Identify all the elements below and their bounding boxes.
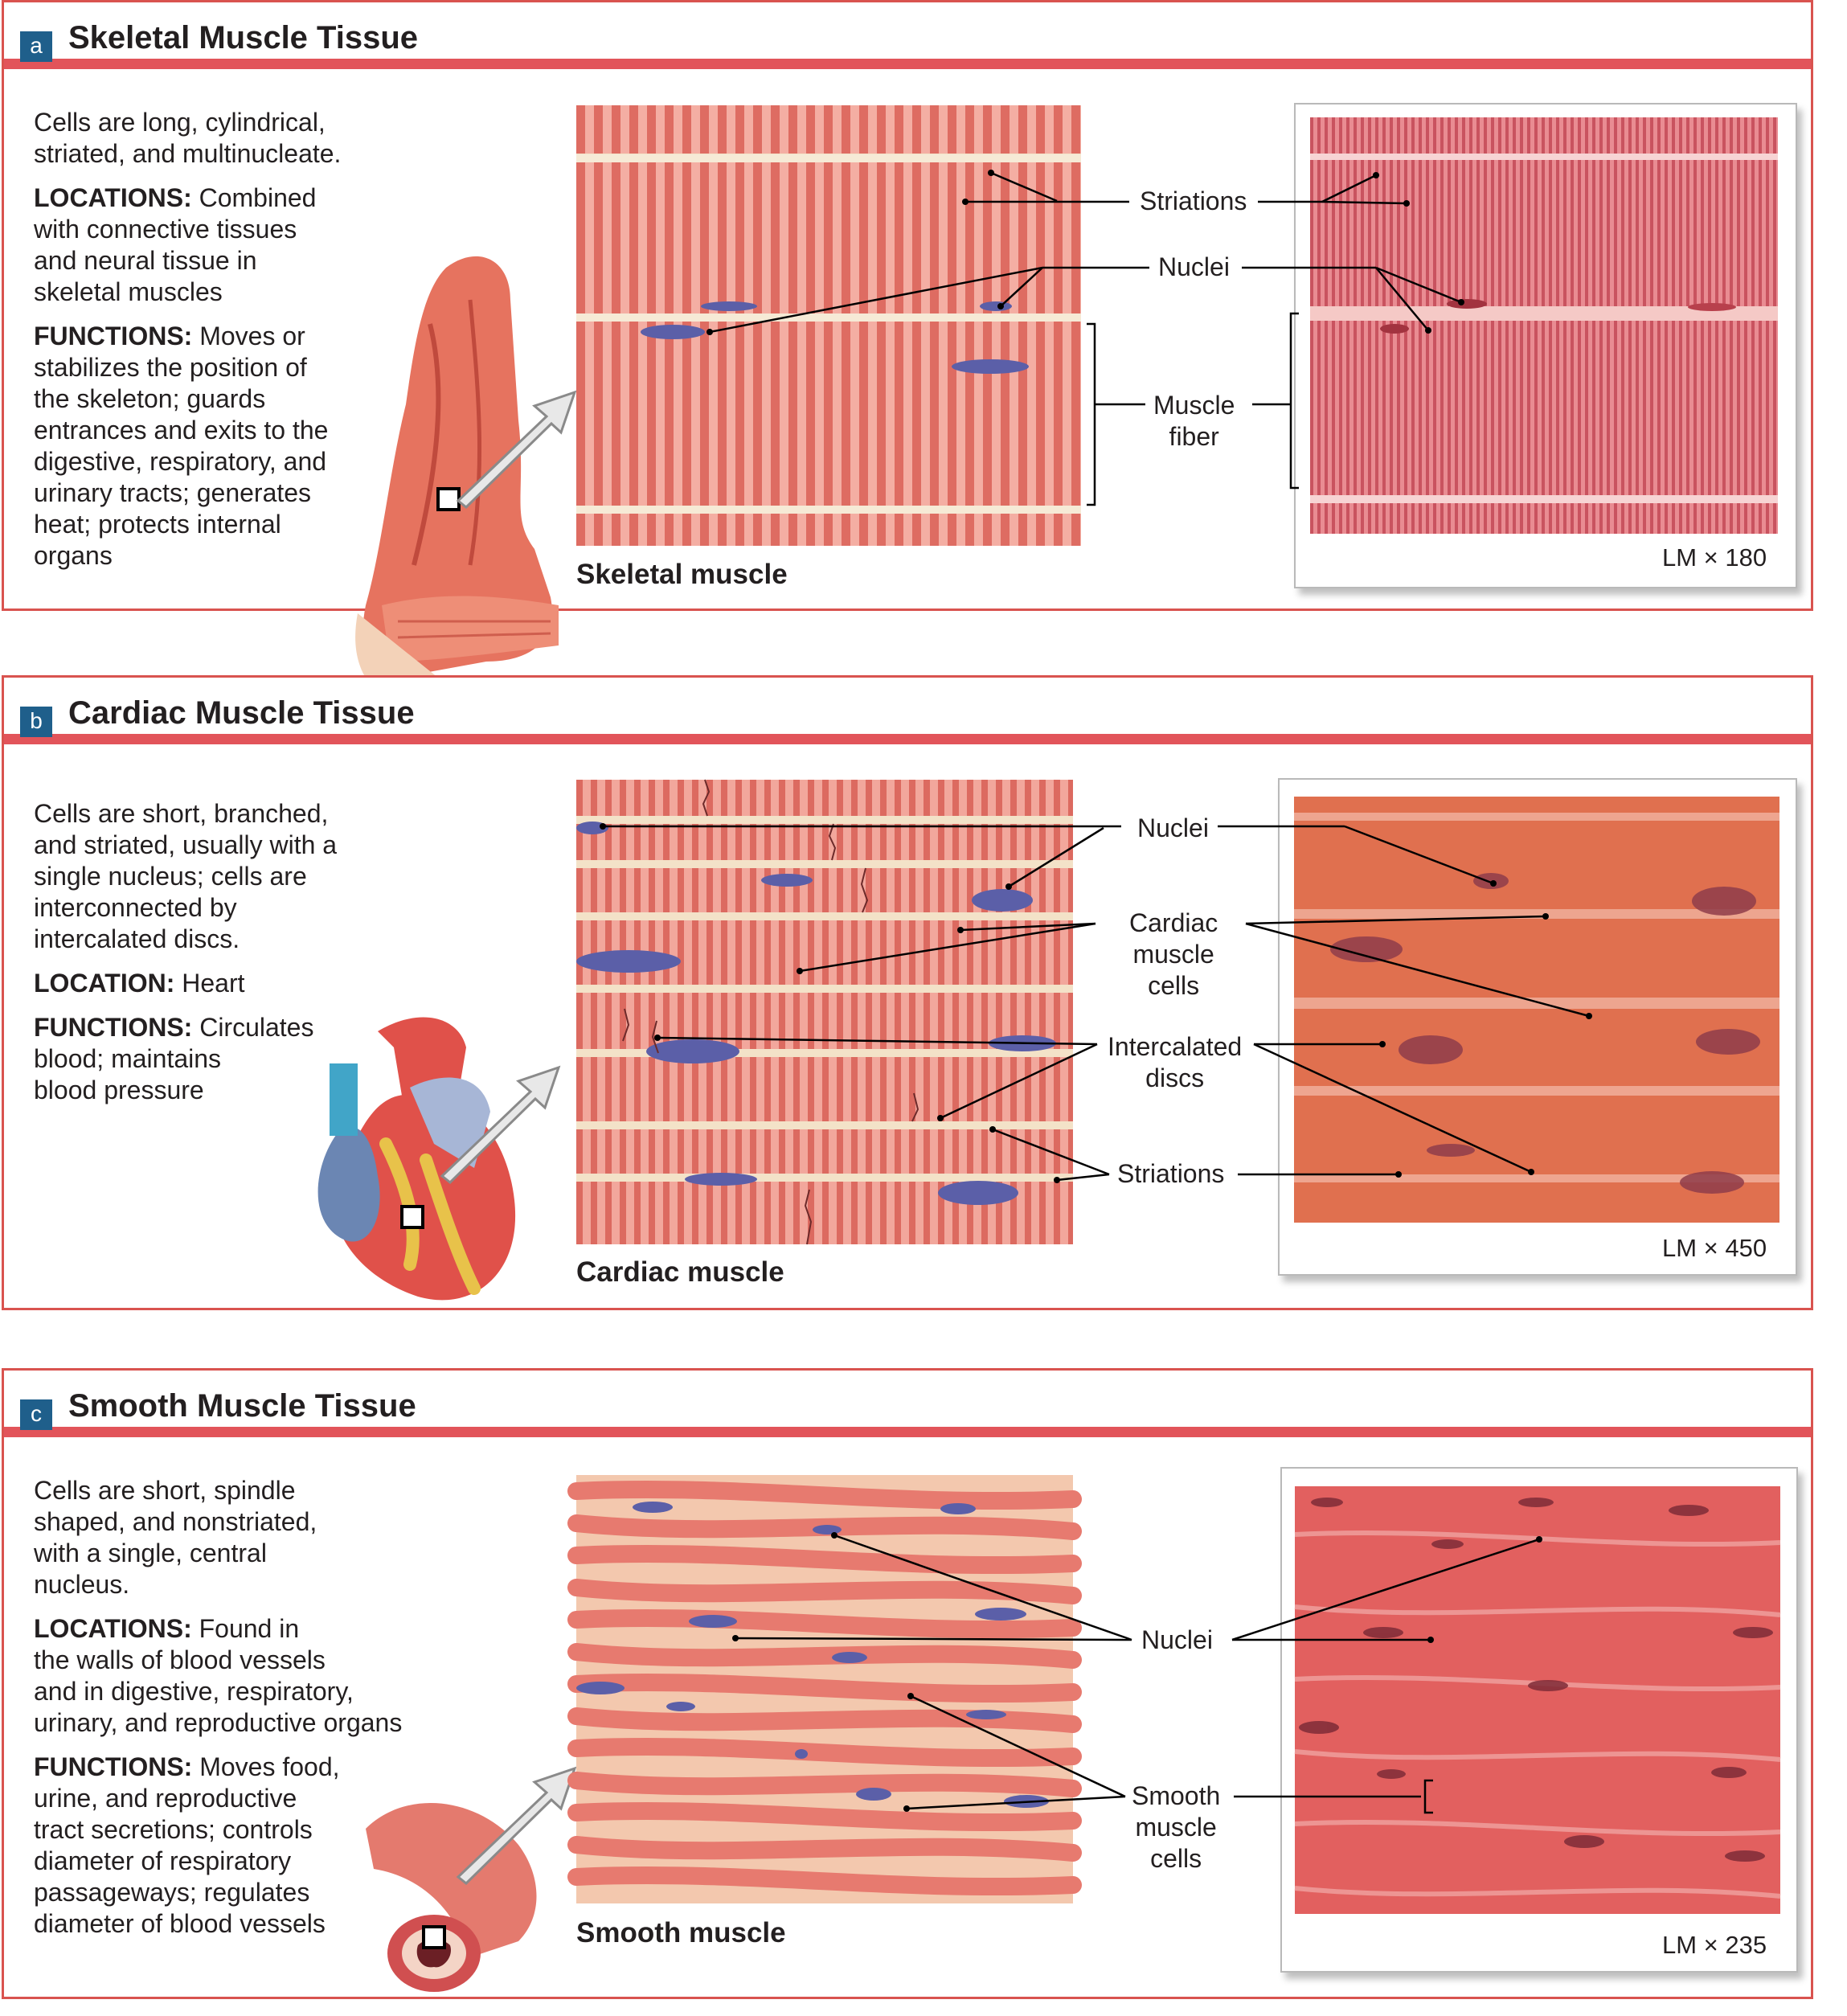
panel-cardiac: b Cardiac Muscle Tissue Cells are short,…: [2, 675, 1813, 1310]
leader-lines: [600, 823, 1592, 1183]
cardiac-micrograph: [1294, 797, 1779, 1223]
leader-lines: [706, 170, 1464, 506]
panel-smooth: c Smooth Muscle Tissue Cells are short, …: [2, 1368, 1813, 1999]
panel-skeletal: a Skeletal Muscle Tissue Cells are long,…: [2, 0, 1813, 710]
heart-icon: [317, 1017, 516, 1301]
panel-letter-badge: c: [20, 1399, 52, 1430]
panel-description: Cells are long, cylindrical,striated, an…: [34, 108, 342, 570]
cardiac-muscle-illustration: [576, 779, 1073, 1245]
skeletal-muscle-illustration: [576, 105, 1081, 546]
magnification-label: LM × 235: [1662, 1931, 1767, 1959]
panel-title: Cardiac Muscle Tissue: [68, 695, 415, 731]
panel-description: Cells are short, branched,and striated, …: [34, 799, 338, 1104]
label-striations: Striations: [1117, 1159, 1225, 1188]
panel-title: Skeletal Muscle Tissue: [68, 20, 419, 55]
illustration-label: Cardiac muscle: [576, 1256, 784, 1288]
smooth-muscle-illustration: [567, 1475, 1082, 1903]
panel-header: a Skeletal Muscle Tissue: [4, 2, 1811, 69]
pointer-arrow-icon: [440, 1065, 561, 1185]
magnification-label: LM × 180: [1662, 543, 1767, 572]
pointer-arrow-icon: [456, 1766, 577, 1886]
label-striations: Striations: [1140, 186, 1247, 215]
label-nuclei: Nuclei: [1137, 813, 1209, 842]
panel-letter-badge: a: [20, 31, 52, 62]
panel-letter-badge: b: [20, 707, 52, 737]
panel-header: b Cardiac Muscle Tissue: [4, 678, 1811, 744]
smooth-micrograph: [1294, 1486, 1781, 1914]
label-nuclei: Nuclei: [1158, 252, 1230, 281]
leader-lines: [732, 1532, 1542, 1814]
panel-title: Smooth Muscle Tissue: [68, 1388, 416, 1424]
skeletal-micrograph: [1310, 117, 1778, 534]
magnification-label: LM × 450: [1662, 1234, 1767, 1262]
illustration-label: Skeletal muscle: [576, 559, 788, 590]
panel-header: c Smooth Muscle Tissue: [4, 1371, 1811, 1437]
illustration-label: Smooth muscle: [576, 1917, 786, 1948]
label-nuclei: Nuclei: [1141, 1625, 1213, 1654]
pointer-arrow-icon: [456, 390, 577, 510]
